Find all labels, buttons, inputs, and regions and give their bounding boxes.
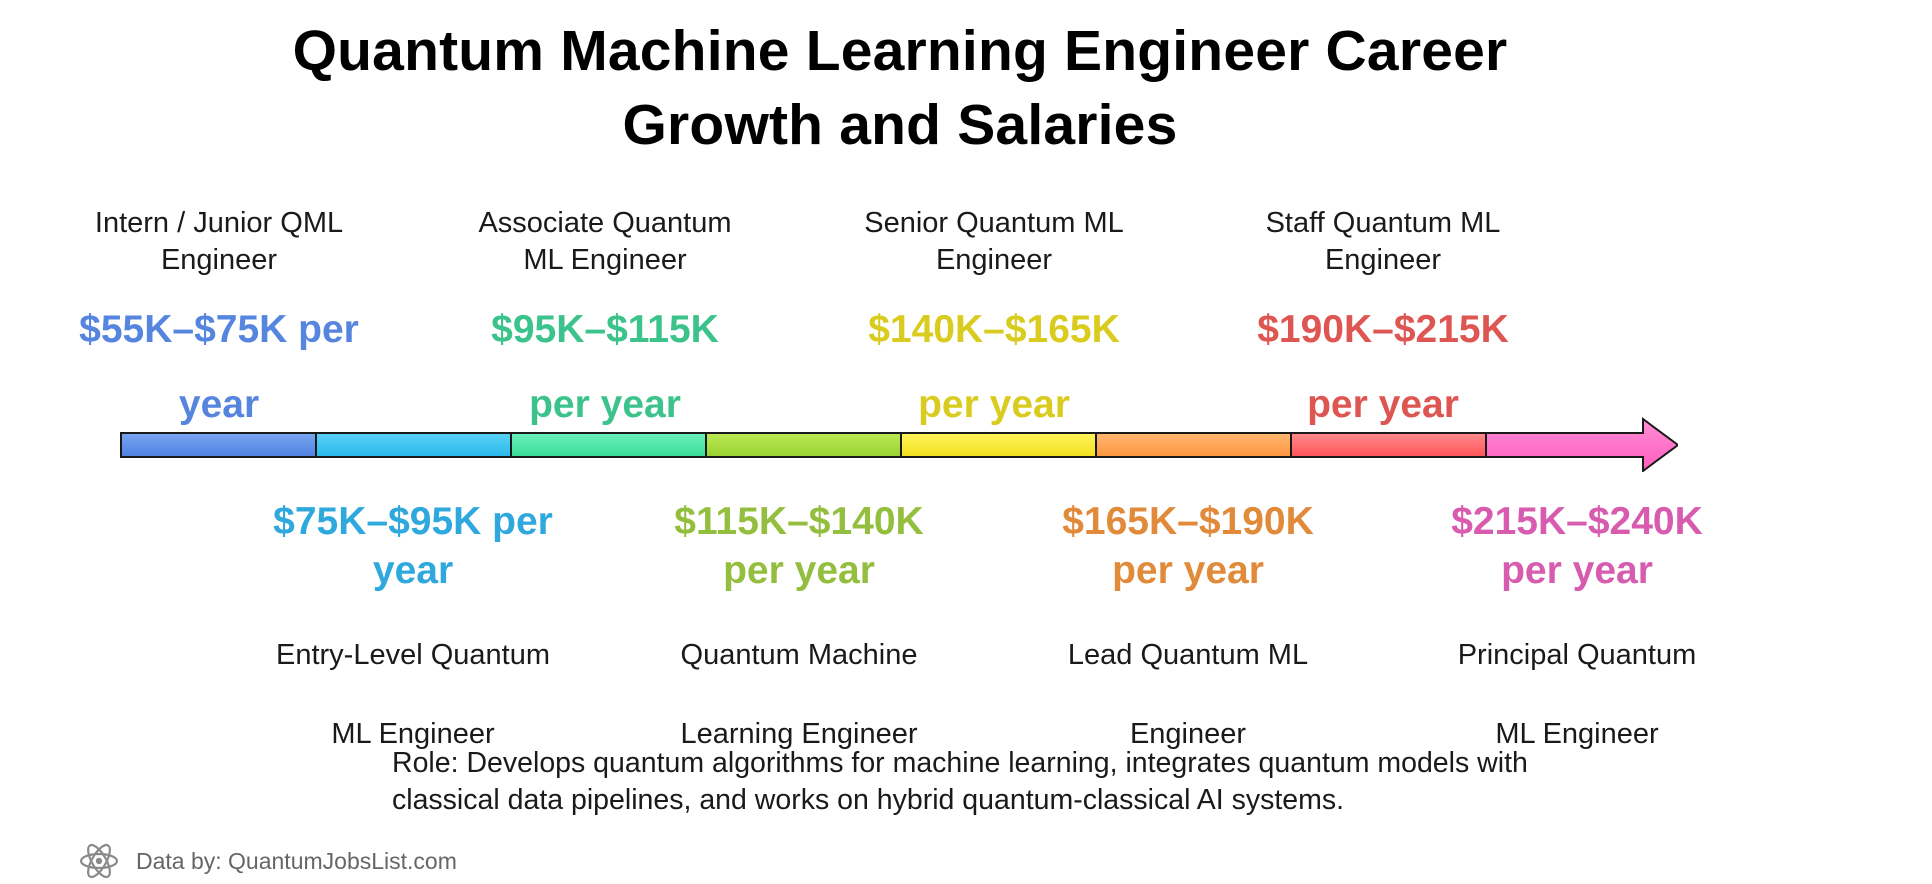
timeline-segment-7 bbox=[1290, 432, 1487, 458]
role-description-line-2: classical data pipelines, and works on h… bbox=[392, 784, 1345, 816]
stage-entry-level: $75K–$95K per year Entry-Level Quantum M… bbox=[248, 497, 578, 753]
stage-role-line-2: Engineer bbox=[935, 244, 1053, 276]
data-credit-text: Data by: QuantumJobsList.com bbox=[136, 847, 457, 874]
stage-intern-junior: Intern / Junior QML Engineer $55K–$75K p… bbox=[54, 205, 384, 429]
stage-salary-line-1: $115K–$140K bbox=[674, 500, 924, 543]
stage-role-line-1: Associate Quantum bbox=[478, 207, 732, 239]
stage-associate: Associate Quantum ML Engineer $95K–$115K… bbox=[440, 205, 770, 429]
stage-role-line-1: Entry-Level Quantum bbox=[275, 639, 550, 671]
stage-salary-line-1: $55K–$75K per bbox=[79, 308, 359, 351]
stage-role-line-2: ML Engineer bbox=[331, 718, 495, 750]
stage-salary-line-1: $190K–$215K bbox=[1257, 308, 1509, 351]
timeline-segment-6 bbox=[1095, 432, 1292, 458]
stage-salary-line-1: $140K–$165K bbox=[868, 308, 1120, 351]
stage-salary-line-2: per year bbox=[723, 549, 875, 592]
stage-role-line-1: Lead Quantum ML bbox=[1067, 639, 1309, 671]
stage-role-line-1: Principal Quantum bbox=[1457, 639, 1697, 671]
stage-role-line-2: Engineer bbox=[160, 244, 278, 276]
stage-role-line-2: Learning Engineer bbox=[680, 718, 918, 750]
timeline-segment-5 bbox=[900, 432, 1097, 458]
timeline-segment-3 bbox=[510, 432, 707, 458]
stage-salary-line-2: per year bbox=[1112, 549, 1264, 592]
stage-role-line-1: Quantum Machine bbox=[680, 639, 918, 671]
stage-salary-line-1: $215K–$240K bbox=[1451, 500, 1703, 543]
stage-salary-line-1: $95K–$115K bbox=[491, 308, 719, 351]
title-line-2: Growth and Salaries bbox=[622, 93, 1178, 157]
stage-role-line-2: ML Engineer bbox=[1495, 718, 1659, 750]
stage-role-line-2: ML Engineer bbox=[523, 244, 687, 276]
stage-staff: Staff Quantum ML Engineer $190K–$215K pe… bbox=[1218, 205, 1548, 429]
stage-salary-line-2: per year bbox=[1501, 549, 1653, 592]
stage-role-line-2: Engineer bbox=[1129, 718, 1247, 750]
stage-role-line-1: Staff Quantum ML bbox=[1265, 207, 1501, 239]
stage-senior: Senior Quantum ML Engineer $140K–$165K p… bbox=[829, 205, 1159, 429]
stage-role-line-1: Senior Quantum ML bbox=[864, 207, 1124, 239]
stage-salary-line-2: per year bbox=[918, 383, 1070, 426]
stage-principal: $215K–$240K per year Principal Quantum M… bbox=[1412, 497, 1742, 753]
stage-lead: $165K–$190K per year Lead Quantum ML Eng… bbox=[1023, 497, 1353, 753]
career-timeline-arrow bbox=[120, 417, 1678, 472]
title-line-1: Quantum Machine Learning Engineer Career bbox=[292, 19, 1508, 83]
role-description-line-1: Role: Develops quantum algorithms for ma… bbox=[392, 747, 1528, 779]
timeline-segment-1 bbox=[120, 432, 317, 458]
stage-salary-line-2: year bbox=[372, 549, 454, 592]
stage-salary-line-2: per year bbox=[529, 383, 681, 426]
stage-salary-line-1: $165K–$190K bbox=[1062, 500, 1314, 543]
stage-salary-line-2: year bbox=[178, 383, 260, 426]
timeline-segment-2 bbox=[315, 432, 512, 458]
data-credit: Data by: QuantumJobsList.com bbox=[78, 838, 457, 884]
atom-icon bbox=[79, 843, 119, 879]
stage-salary-line-2: per year bbox=[1307, 383, 1459, 426]
stage-salary-line-1: $75K–$95K per bbox=[273, 500, 553, 543]
stage-role-line-1: Intern / Junior QML bbox=[94, 207, 344, 239]
stage-role-line-2: Engineer bbox=[1324, 244, 1442, 276]
role-description: Role: Develops quantum algorithms for ma… bbox=[392, 745, 1692, 819]
page-title: Quantum Machine Learning Engineer Career… bbox=[200, 14, 1600, 162]
timeline-segment-8-arrowhead bbox=[1485, 417, 1678, 472]
timeline-segment-4 bbox=[705, 432, 902, 458]
stage-quantum-ml-engineer: $115K–$140K per year Quantum Machine Lea… bbox=[634, 497, 964, 753]
